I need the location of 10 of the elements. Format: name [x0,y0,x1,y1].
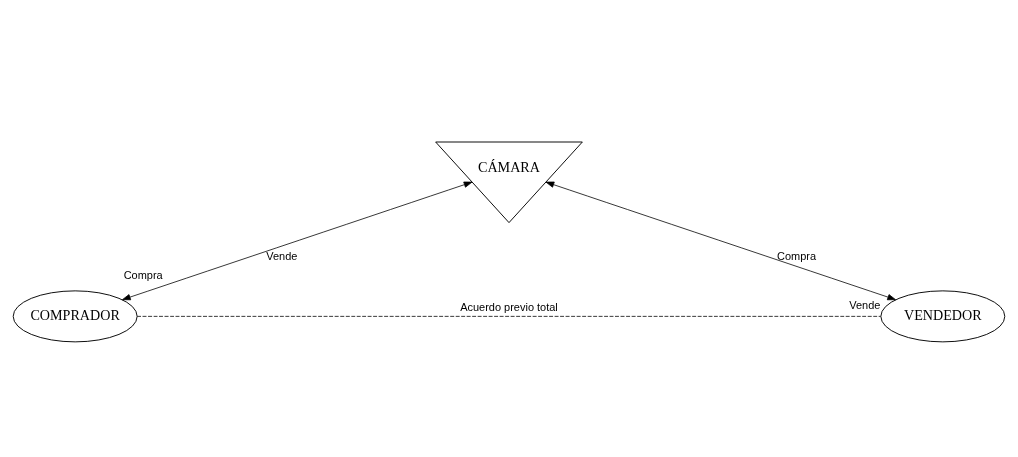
label: Compra [123,269,163,282]
connector [136,316,882,317]
label: Vende [849,298,881,311]
edge-label: Vende [266,249,298,262]
edge-label: Compra [777,249,817,262]
edge-label: Acuerdo previo total [460,301,558,314]
node-ellipse: COMPRADOR [12,290,138,343]
node-ellipse: VENDEDOR [880,290,1006,343]
arrow [545,181,896,301]
arrow [122,181,473,301]
